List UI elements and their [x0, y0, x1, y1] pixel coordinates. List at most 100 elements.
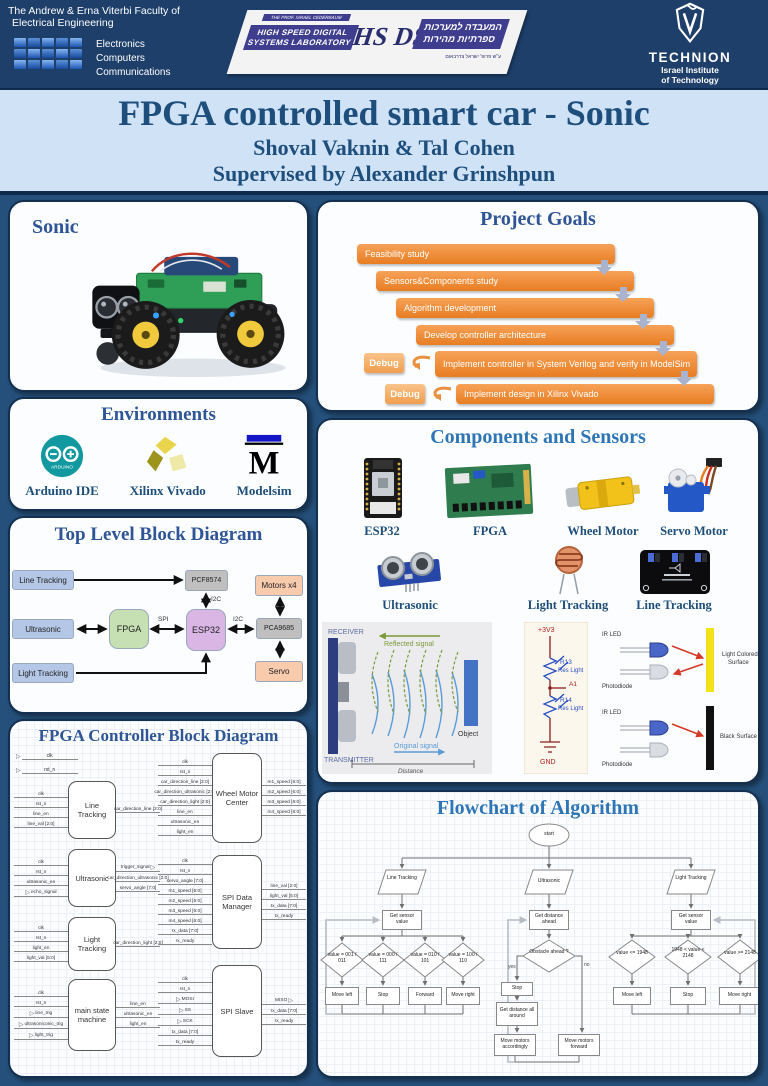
flow-line-act2: Stop — [366, 987, 400, 1005]
signal-text: line_trig — [35, 1011, 53, 1016]
photodiode-label-2: Photodiode — [602, 762, 633, 768]
top-level-servo: Servo — [255, 661, 303, 682]
spi-label: SPI — [158, 616, 169, 623]
flow-light-cond2: 1948 < value < 2148 — [671, 947, 705, 959]
r14-res-label: Res Light — [558, 706, 584, 712]
signal-text: m2_speed [6:0] — [267, 790, 301, 795]
signal-text: rst_n — [35, 802, 47, 807]
signal-text: tx_data [7:0] — [270, 904, 298, 909]
i2c-label-b: I2C — [233, 616, 244, 623]
signal-label: rst_n — [158, 987, 212, 993]
flow-ultra-cond: Obstacle ahead ? — [529, 949, 569, 955]
technion-name: TECHNION — [648, 50, 732, 65]
faculty-item-computers: Computers — [96, 53, 145, 64]
reflected-signal-label: Reflected signal — [384, 641, 434, 648]
goal-step-2: Sensors&Components study — [376, 271, 634, 291]
signal-text: line_val [2:0] — [27, 822, 55, 827]
signal-label: light_val [5:0] — [262, 894, 306, 900]
flow-line-cond2: value = 000 / 111 — [368, 952, 398, 964]
signal-label: light_en — [14, 946, 68, 952]
goal-step-5: Implement controller in System Verilog a… — [435, 351, 697, 377]
flow-yes-label: yes — [508, 964, 516, 970]
ultrasonic-principle-diagram: RECEIVER TRANSMITTER Reflected signal Or… — [322, 622, 492, 774]
lab-prof-line: THE PROF. ISRAEL CEDERBAUM — [261, 14, 351, 21]
signal-text: tx_data [7:0] — [171, 1029, 199, 1035]
signal-label: car_direction_light [2:0] — [158, 800, 212, 806]
signal-text: car_direction_line [2:0] — [160, 780, 210, 785]
signal-text: SS — [184, 1008, 192, 1013]
line-tracking-caption: Line Tracking — [636, 598, 712, 612]
light-surface-label-1: Light Colored — [722, 652, 758, 658]
signal-text: light_en — [129, 1022, 147, 1027]
project-goals-panel: Project Goals Feasibility study Sensors&… — [316, 200, 760, 412]
light-circuit-diagram: +3V3 R13 Res Light A1 R14 Res Light GND — [524, 622, 588, 774]
module-box: SPI Slave — [212, 965, 262, 1057]
environment-vivado: Xilinx Vivado — [130, 433, 206, 499]
header-bar: The Andrew & Erna Viterbi Faculty of Ele… — [0, 0, 768, 88]
debug-badge-1: Debug — [364, 353, 404, 373]
top-level-ultrasonic: Ultrasonic — [12, 619, 74, 639]
signal-label: rst_n — [14, 1001, 68, 1007]
signal-text: servo_angle [7:0] — [166, 879, 204, 884]
technion-line1: Israel Institute — [661, 65, 719, 75]
vcc-label: +3V3 — [538, 627, 555, 634]
r13-res-label: Res Light — [558, 668, 584, 674]
signal-label: servo_angle [7:0] — [158, 879, 212, 885]
signal-text: light_en — [176, 830, 194, 835]
sonic-panel: Sonic — [8, 200, 309, 392]
signal-label: rst_n — [158, 770, 212, 776]
module-box: Line Tracking — [68, 781, 116, 839]
signal-text: m1_speed [6:0] — [168, 889, 202, 894]
servo-motor-photo — [664, 458, 722, 512]
lab-hebrew-line1: המעבדה למערכות — [422, 22, 504, 33]
signal-text: trigger_signal — [120, 865, 150, 870]
r13-label: R13 — [560, 659, 572, 666]
transmitter-label: TRANSMITTER — [324, 757, 374, 764]
signal-text: clk — [38, 926, 44, 931]
signal-label: m1_speed [6:0] — [158, 889, 212, 895]
signal-text: line_en — [177, 810, 193, 815]
signal-text: clk — [182, 760, 188, 765]
signal-text: light_en — [32, 946, 50, 951]
signal-label: m3_speed [6:0] — [158, 909, 212, 915]
signal-label: clk — [158, 859, 212, 865]
faculty-item-electronics: Electronics — [96, 39, 145, 50]
gnd-label: GND — [540, 759, 556, 766]
signal-label: clk — [14, 991, 68, 997]
signal-text: clk — [38, 859, 44, 865]
faculty-departments: Electronics Computers Communications — [96, 38, 170, 80]
module-box: main state machine — [68, 979, 116, 1051]
fpga-caption: FPGA — [472, 524, 508, 538]
flowchart-panel: Flowchart of Algorithm — [316, 790, 760, 1078]
signal-text: rx_ready — [175, 939, 195, 944]
signal-text: light_trig — [34, 1033, 53, 1038]
signal-label: tx_data [7:0] — [262, 904, 306, 910]
technion-line2: of Technology — [661, 75, 719, 85]
signal-text: ultrasonic_en — [170, 820, 200, 825]
flow-ultra-get: Get distance ahead — [529, 910, 569, 930]
top-level-fpga: FPGA — [109, 609, 149, 649]
signal-label: rst_n — [14, 870, 68, 876]
poster-supervisor: Supervised by Alexander Grinshpun — [212, 161, 556, 186]
flow-start: start — [544, 831, 554, 837]
top-level-title: Top Level Block Diagram — [54, 524, 263, 545]
signal-label: car_direction_line [2:0] — [158, 780, 212, 786]
signal-text: clk — [38, 792, 44, 797]
buffer-icon: ▷ — [18, 1021, 24, 1028]
arduino-logo-text: ARDUINO — [51, 464, 73, 470]
fpga-controller-title: FPGA Controller Block Diagram — [38, 726, 279, 745]
buffer-icon: ▷ — [16, 768, 21, 774]
svg-text:M: M — [249, 445, 280, 479]
clk-stub: ▷ clk — [16, 753, 78, 760]
signal-text: MISO — [275, 998, 288, 1003]
signal-label: m2_speed [6:0] — [262, 790, 306, 796]
black-surface-label: Black Surface — [720, 734, 758, 740]
top-level-pcf8574: PCF8574 — [185, 570, 228, 591]
signal-label: line_val [2:0] — [14, 822, 68, 828]
signal-label: car_direction_line [2:0] — [114, 807, 162, 813]
signal-text: SCK — [182, 1019, 193, 1024]
signal-label: ▷ultrasoniconic_trig — [14, 1022, 68, 1029]
signal-text: clk — [182, 859, 188, 864]
goal-step-6: Implement design in Xilinx Vivado — [456, 384, 714, 404]
signal-label: ▷light_trig — [14, 1033, 68, 1040]
